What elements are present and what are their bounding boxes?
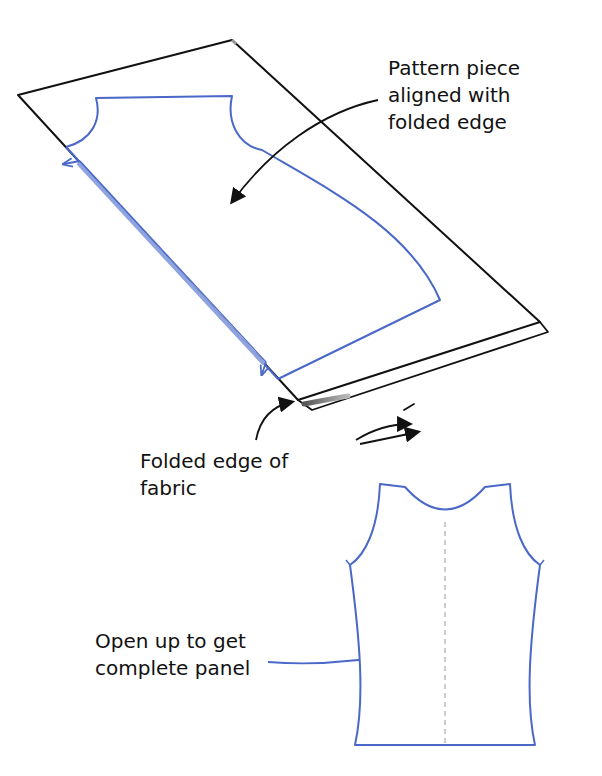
unfold-symbol (404, 404, 414, 410)
opened-panel (350, 484, 540, 745)
callout-label: Open up to get complete panel (95, 628, 263, 682)
fold-grainline-inner (80, 161, 266, 362)
unfold-symbol (360, 432, 418, 444)
fold-shading (304, 396, 348, 404)
pattern-fold-edge (66, 147, 278, 379)
fold-grainline (78, 163, 264, 364)
callout-label: Pattern piece aligned with folded edge (388, 55, 558, 136)
callout-label: Folded edge of fabric (140, 448, 290, 502)
leader-arrow (256, 402, 292, 440)
pattern-piece-outline (66, 96, 440, 379)
fabric-corner (232, 40, 236, 44)
panel-notch (346, 560, 544, 565)
leader-arrow (232, 100, 378, 202)
unfold-symbol (356, 424, 410, 440)
fold-grainline-leg (64, 161, 80, 164)
fold-crease (444, 522, 445, 745)
fold-grainline-leg (262, 362, 266, 374)
